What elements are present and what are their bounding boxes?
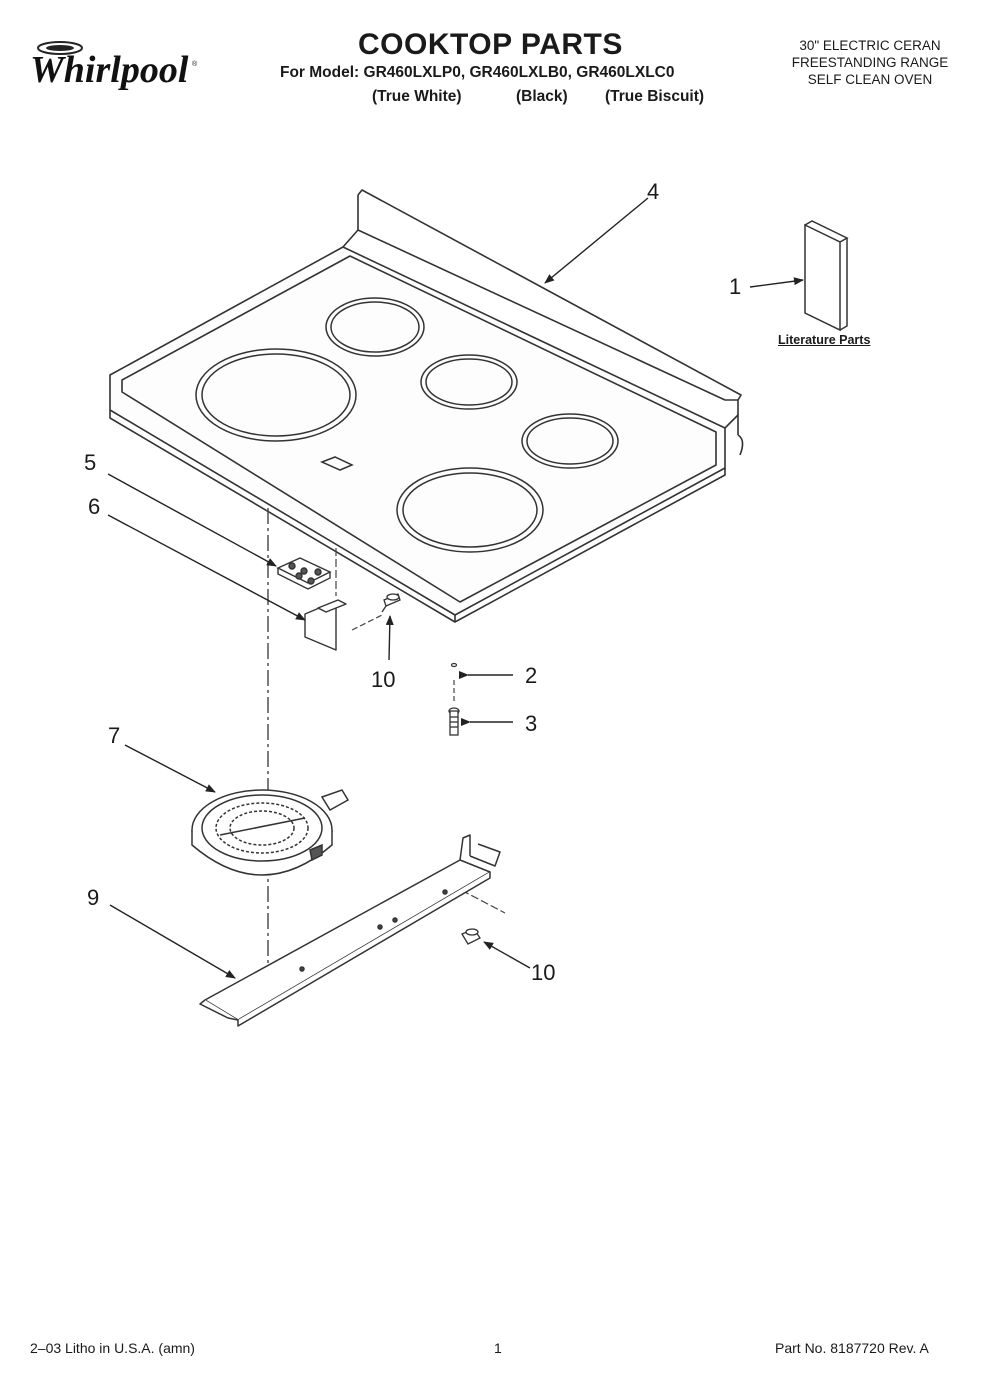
finish-label-white: (True White): [372, 88, 462, 105]
spec-line: 30" ELECTRIC CERAN: [799, 38, 941, 53]
whirlpool-logo: Whirlpool ®: [30, 41, 198, 91]
callout-7: 7: [108, 723, 121, 748]
footer-page-number: 1: [494, 1340, 502, 1356]
callout-5: 5: [84, 450, 97, 475]
spec-line: FREESTANDING RANGE: [791, 55, 949, 70]
finish-label-black: (Black): [516, 88, 568, 105]
callout-3: 3: [525, 711, 538, 736]
mounting-screw: [448, 707, 460, 736]
footer-part-number: Part No. 8187720 Rev. A: [775, 1340, 929, 1356]
literature-parts-booklet: [804, 220, 849, 332]
literature-parts-label: Literature Parts: [778, 333, 871, 347]
leader-lines: [107, 197, 804, 979]
model-line: For Model: GR460LXLP0, GR460LXLB0, GR460…: [280, 64, 675, 81]
indicator-window: [320, 456, 354, 471]
bracket-screw: [461, 928, 481, 945]
callout-2: 2: [525, 663, 538, 688]
alignment-line-screw6: [351, 614, 383, 631]
finish-label-biscuit: (True Biscuit): [605, 88, 705, 105]
svg-text:®: ®: [192, 60, 198, 68]
spec-line: SELF CLEAN OVEN: [807, 72, 933, 87]
surface-element: [191, 789, 350, 876]
support-bracket: [199, 834, 501, 1027]
screw: [381, 593, 401, 613]
terminal-bracket: [304, 599, 347, 651]
terminal-block: [276, 557, 332, 590]
callout-10-upper: 10: [371, 667, 396, 692]
cooktop-glass: [109, 189, 744, 623]
svg-text:Whirlpool: Whirlpool: [30, 49, 189, 91]
footer-litho: 2–03 Litho in U.S.A. (amn): [30, 1340, 195, 1356]
page-title: COOKTOP PARTS: [358, 28, 623, 61]
burner-rings: [195, 297, 619, 553]
callout-10-lower: 10: [531, 960, 556, 985]
callout-4: 4: [647, 179, 660, 204]
callout-9: 9: [87, 885, 100, 910]
callout-6: 6: [88, 494, 101, 519]
washer: [450, 662, 458, 668]
callout-1: 1: [729, 274, 742, 299]
